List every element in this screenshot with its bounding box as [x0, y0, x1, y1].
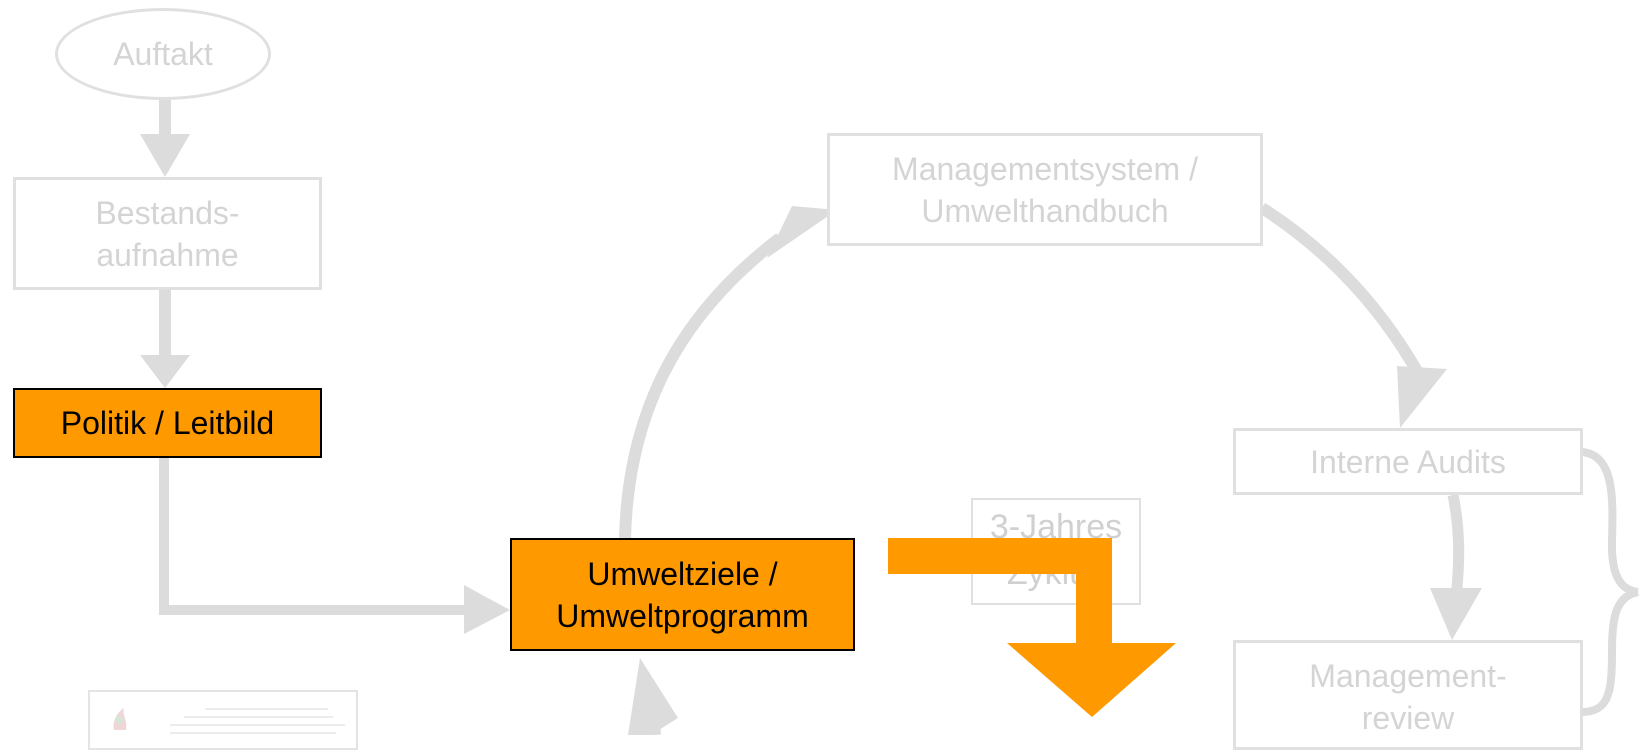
node-managementsystem-line-1: Managementsystem / — [892, 150, 1198, 187]
logo-mark-icon — [113, 708, 127, 730]
node-interne-audits-label: Interne Audits — [1310, 443, 1506, 480]
node-umweltziele: Umweltziele / Umweltprogramm — [510, 538, 855, 651]
node-politik-leitbild: Politik / Leitbild — [13, 388, 322, 458]
brace-right — [1581, 448, 1640, 716]
arrow-bestand-politik-head — [140, 355, 190, 388]
node-politik-leitbild-label: Politik / Leitbild — [60, 405, 275, 441]
node-bestandsaufnahme-line-1: Bestands- — [95, 194, 240, 231]
arrow-cycle-to-audits-head — [1397, 366, 1447, 428]
node-management-review: Management- review — [1233, 640, 1583, 750]
node-auftakt: Auftakt — [55, 8, 271, 100]
arrow-cycle-to-ziele-head — [628, 658, 678, 735]
node-umweltziele-line-1: Umweltziele / — [587, 555, 778, 592]
orange-arrow-horizontal — [888, 538, 1112, 574]
node-umweltziele-line-2: Umweltprogramm — [556, 597, 809, 634]
arrow-politik-ziele-head — [464, 585, 510, 634]
node-managementsystem: Managementsystem / Umwelthandbuch — [827, 133, 1263, 246]
node-bestandsaufnahme: Bestands- aufnahme — [13, 177, 322, 290]
arrow-politik-ziele-horizontal — [159, 605, 464, 615]
curve-audits-review — [1447, 493, 1465, 599]
node-auftakt-label: Auftakt — [113, 36, 213, 72]
curve-managementsystem-audits — [1258, 202, 1428, 383]
arrow-politik-ziele-vertical — [159, 458, 169, 615]
arrow-audits-review-head — [1430, 588, 1482, 640]
node-management-review-line-1: Management- — [1309, 658, 1507, 694]
orange-arrow-head — [1007, 643, 1176, 717]
node-managementsystem-line-2: Umwelthandbuch — [921, 192, 1169, 229]
node-bestandsaufnahme-line-2: aufnahme — [96, 236, 239, 273]
arrow-cycle-to-managementsystem-head — [767, 206, 837, 258]
node-management-review-line-2: review — [1361, 700, 1455, 736]
orange-arrow-vertical — [1076, 538, 1112, 643]
curve-ziele-managementsystem — [619, 233, 784, 539]
arrow-auftakt-bestand-head — [140, 134, 190, 177]
curve-review-ziele — [646, 699, 661, 735]
arrow-auftakt-bestand-shaft — [159, 98, 171, 134]
arrow-bestand-politik-shaft — [159, 290, 171, 355]
node-interne-audits: Interne Audits — [1233, 428, 1583, 495]
logo-card — [88, 690, 358, 750]
logo-text-lines — [170, 702, 345, 740]
